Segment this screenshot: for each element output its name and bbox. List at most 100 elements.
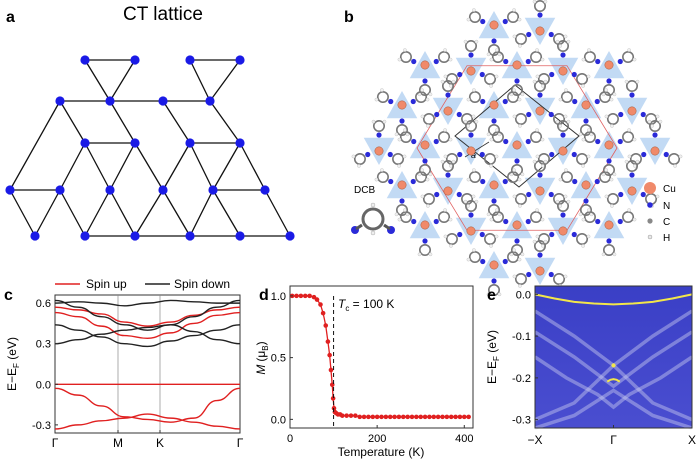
n-atom <box>549 71 555 78</box>
x-tick-label: Γ <box>237 436 244 450</box>
cu-atom <box>581 100 591 110</box>
h-atom <box>632 137 637 142</box>
benzene-ring <box>602 244 615 257</box>
cu-atom <box>374 146 384 156</box>
lattice-site <box>5 185 15 195</box>
benzene-ring <box>468 171 481 184</box>
h-atom <box>578 132 583 137</box>
h-atom <box>627 154 632 159</box>
h-atom <box>635 79 640 84</box>
mag-point <box>453 414 458 420</box>
ct-lattice <box>5 55 295 241</box>
h-atom <box>627 48 631 52</box>
n-atom <box>606 78 612 84</box>
h-atom <box>495 48 499 52</box>
h-atom <box>495 208 499 212</box>
lattice-site <box>55 185 65 195</box>
y-tick-label: -0.3 <box>32 420 51 432</box>
x-tick-label: 200 <box>368 433 386 445</box>
h-atom <box>555 119 560 124</box>
n-atom <box>456 191 462 198</box>
benzene-ring <box>395 124 408 137</box>
h-atom <box>471 114 476 119</box>
n-atom <box>548 111 554 118</box>
n-atom <box>411 218 417 225</box>
h-atom <box>466 177 471 182</box>
h-atom <box>543 0 548 4</box>
mag-point <box>327 352 332 358</box>
h-atom <box>678 154 683 159</box>
benzene-ring <box>422 113 435 126</box>
cu-atom <box>443 106 453 116</box>
benzene-ring <box>560 171 573 184</box>
h-atom <box>474 39 479 44</box>
h-atom <box>563 114 568 119</box>
cu-atom <box>627 106 637 116</box>
n-atom <box>526 271 532 278</box>
h-atom <box>543 79 548 84</box>
h-atom <box>601 252 606 257</box>
mag-x-label: Temperature (K) <box>338 445 425 459</box>
benzene-ring <box>392 153 405 166</box>
cu-atom <box>489 100 499 110</box>
n-atom <box>480 18 486 25</box>
benzene-ring <box>514 272 527 285</box>
n-atom <box>560 212 566 218</box>
benzene-ring <box>487 283 500 296</box>
benzene-ring <box>464 200 477 213</box>
mag-point <box>348 413 354 418</box>
cu-atom <box>604 140 614 150</box>
n-atom <box>445 92 451 98</box>
benzene-ring <box>622 131 635 144</box>
n-atom <box>468 52 474 58</box>
panel-b-label: b <box>344 9 354 26</box>
cu-atom <box>558 226 568 236</box>
lattice-site <box>130 138 140 148</box>
h-atom <box>486 132 491 137</box>
h-atom <box>494 154 499 159</box>
h-atom <box>394 212 399 217</box>
band-down-5 <box>54 299 241 331</box>
benzene-ring <box>625 80 638 93</box>
n-atom <box>583 118 589 124</box>
h-atom <box>494 234 499 239</box>
benzene-ring <box>530 50 543 63</box>
benzene-ring <box>438 131 451 144</box>
h-atom <box>425 177 430 182</box>
benzene-ring <box>491 50 504 63</box>
h-atom <box>443 128 447 132</box>
mag-point <box>396 414 402 420</box>
cu-atom <box>535 26 545 36</box>
h-atom <box>474 119 479 124</box>
h-atom <box>518 124 522 128</box>
n-atom <box>595 218 601 225</box>
h-atom <box>489 244 493 248</box>
legend-atom-n <box>647 202 653 208</box>
h-atom <box>471 194 476 199</box>
n-atom <box>560 52 566 58</box>
benzene-ring <box>556 200 569 213</box>
n-atom <box>433 218 439 225</box>
legend-atom-c <box>647 218 653 224</box>
lattice-site <box>260 185 270 195</box>
h-atom <box>486 212 491 217</box>
legend-atom-h <box>647 234 653 240</box>
mag-point <box>320 310 326 316</box>
mag-point <box>457 414 463 420</box>
x-tick-label: −X <box>527 433 542 447</box>
h-atom <box>443 48 447 52</box>
h-atom <box>486 292 491 297</box>
h-atom <box>466 204 470 208</box>
n-atom <box>572 178 578 185</box>
lattice-bond <box>162 100 191 144</box>
lattice-site <box>235 138 245 148</box>
h-atom <box>604 168 608 172</box>
lattice-site <box>158 185 168 195</box>
h-atom <box>518 204 522 208</box>
legend-atom-label: Cu <box>663 184 676 195</box>
lattice-bond <box>134 142 164 191</box>
h-atom <box>581 57 586 62</box>
h-atom <box>581 164 585 168</box>
